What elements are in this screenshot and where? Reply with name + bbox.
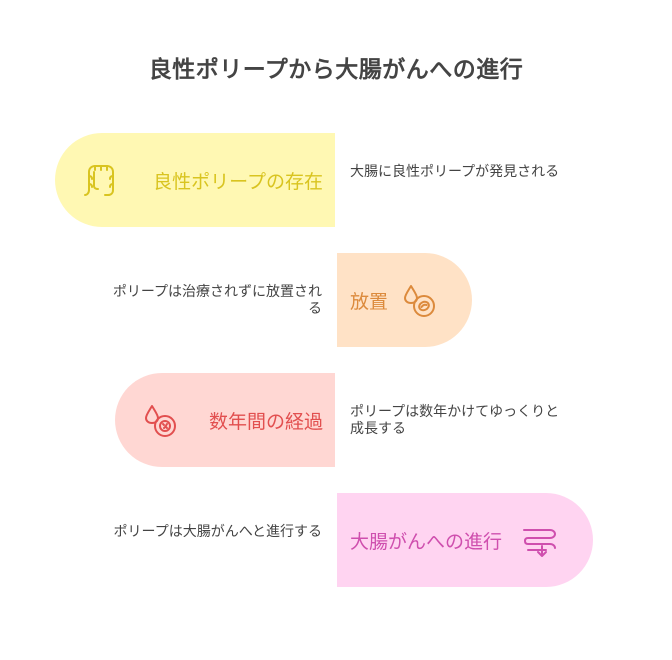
step-2-label: 放置 [350,290,389,313]
step-4-pill: 大腸がんへの進行 [337,493,593,587]
step-4-description: ポリープは大腸がんへと進行する [113,524,322,540]
intestine-icon [81,160,121,200]
step-3-label: 数年間の経過 [208,410,323,433]
polyp-drop-icon [400,280,440,320]
step-2-description: ポリープは治療されずに放置される [112,284,322,317]
step-1-pill: 良性ポリープの存在 [55,133,335,227]
step-1-description: 大腸に良性ポリープが発見される [350,164,560,180]
progression-arrow-icon [520,520,560,560]
growing-cell-icon [141,400,181,440]
step-3-description: ポリープは数年かけてゆっくりと成長する [350,404,560,437]
step-3-pill: 数年間の経過 [115,373,335,467]
page-title: 良性ポリープから大腸がんへの進行 [148,57,524,83]
step-1-label: 良性ポリープの存在 [153,170,323,193]
step-2-pill: 放置 [337,253,472,347]
step-4-label: 大腸がんへの進行 [350,530,503,553]
